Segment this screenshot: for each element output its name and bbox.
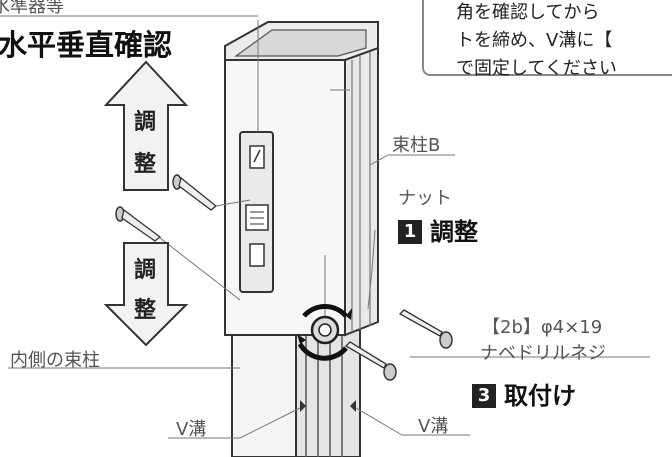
step3-heading: 3 取付け (472, 376, 576, 411)
level-tool (239, 20, 274, 293)
step1-number: 1 (398, 220, 422, 244)
step1-heading: 1 調整 (398, 212, 478, 247)
screw-right-lower (344, 341, 397, 381)
adjust-arrow-down (103, 242, 189, 347)
v-groove-right-label: V溝 (418, 416, 449, 437)
screw-spec-label: 【2b】φ4×19 (482, 317, 603, 338)
instruction-note-box (422, 0, 672, 76)
arrow-down-label-2: 整 (134, 298, 157, 323)
post-b-label: 束柱B (392, 135, 441, 156)
screw-right-upper (398, 309, 453, 349)
check-level-heading: 水平垂直確認 (0, 28, 173, 62)
arrow-down-label-1: 調 (134, 258, 157, 283)
inner-post (231, 329, 361, 457)
screw-name-label: ナベドリルネジ (480, 343, 606, 364)
screws (115, 174, 453, 381)
level-tool-label: 水準器等 (0, 0, 64, 17)
v-groove-left-label: V溝 (176, 419, 207, 440)
step3-label: 取付け (504, 382, 576, 410)
screw-upper-left (172, 174, 218, 211)
nut-label: ナット (398, 188, 452, 209)
step3-number: 3 (472, 384, 496, 408)
nut-assembly (297, 89, 352, 361)
note-line-2: トを締め、V溝に【 (456, 30, 613, 51)
note-line-3: で固定してください (456, 58, 617, 79)
inner-post-label: 内側の束柱 (10, 350, 100, 371)
screw-middle-left (115, 206, 162, 242)
note-line-1: 角を確認してから (456, 2, 600, 23)
step1-label: 調整 (430, 218, 478, 246)
arrow-up-label-2: 整 (134, 152, 157, 177)
leader-lines (0, 15, 650, 439)
arrow-up-label-1: 調 (134, 110, 157, 135)
adjust-arrow-up (103, 60, 189, 191)
